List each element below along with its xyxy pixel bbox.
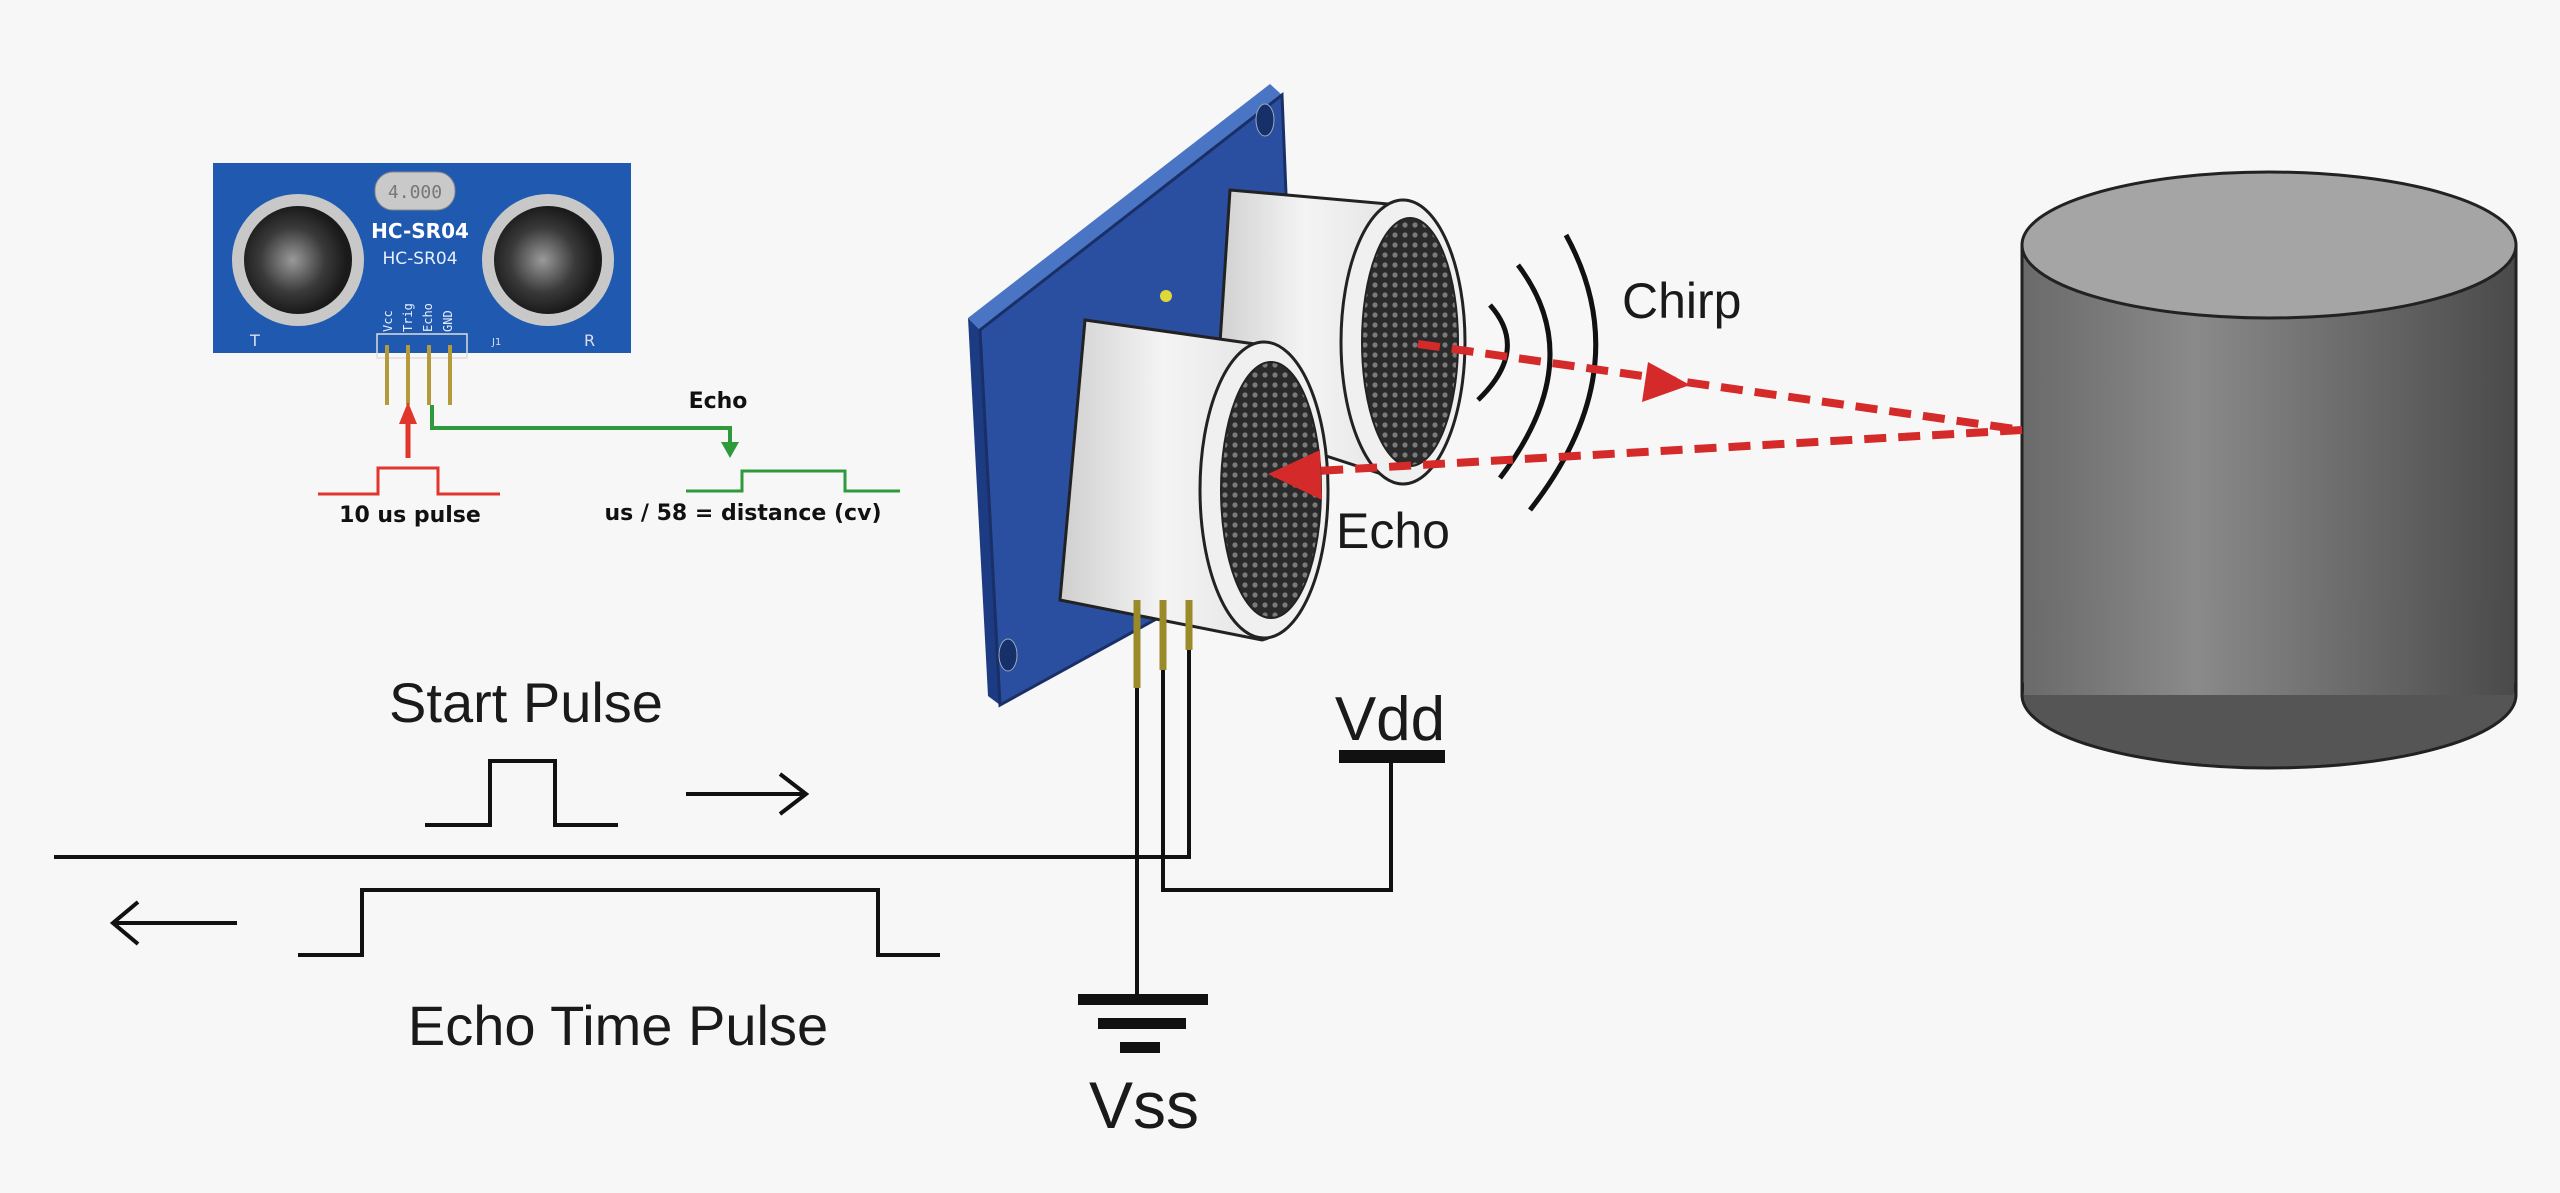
start-pulse-waveform — [425, 759, 618, 827]
inset-echo-label: Echo — [689, 389, 748, 414]
crystal-icon — [374, 171, 456, 211]
trigger-pulse-waveform — [318, 420, 500, 496]
pin-label-vcc: Vcc — [381, 310, 395, 332]
hc-sr04-module-photo: 4.000 HC-SR04 HC-SR04 T R J1 Vcc Trig Ec… — [213, 163, 900, 528]
receiver-mark: R — [584, 331, 595, 350]
module-pins — [385, 345, 452, 405]
module-label: HC-SR04 — [371, 219, 469, 243]
echo-caption: us / 58 = distance (cv) — [605, 501, 882, 526]
ultrasound-path — [1299, 340, 2023, 476]
sound-wave-icon — [1476, 233, 1599, 512]
trigger-arrow-icon — [399, 402, 417, 424]
board-label: HC-SR04 — [382, 249, 457, 269]
right-arrow-icon — [686, 772, 810, 816]
obstacle-cylinder — [2020, 170, 2518, 770]
echo-time-pulse-waveform — [298, 888, 940, 957]
transmitter-mark: T — [249, 331, 260, 350]
echo-time-pulse-label: Echo Time Pulse — [408, 994, 828, 1057]
echo-label: Echo — [1336, 503, 1450, 559]
pin-label-echo: Echo — [421, 303, 435, 332]
transmitter-mesh — [1361, 217, 1459, 467]
pin-label-trig: Trig — [401, 303, 415, 332]
trigger-caption: 10 us pulse — [339, 503, 481, 528]
sensor-3d-illustration — [968, 84, 1467, 708]
echo-path — [1299, 426, 2023, 476]
vdd-label: Vdd — [1335, 685, 1445, 754]
vdd-rail-icon — [1339, 750, 1445, 763]
chirp-arrow-icon — [1642, 362, 1690, 402]
echo-arrow-icon — [1268, 450, 1322, 500]
crystal-label: 4.000 — [388, 182, 442, 203]
signal-line — [54, 650, 1191, 859]
start-pulse-label: Start Pulse — [389, 671, 663, 734]
echo-arrow-icon — [721, 442, 739, 458]
vdd-wire — [1161, 670, 1393, 892]
left-arrow-icon — [109, 900, 237, 946]
chirp-label: Chirp — [1622, 273, 1741, 329]
echo-signal-waveform — [430, 405, 900, 493]
circuit-wiring — [54, 650, 1393, 999]
pin-label-gnd: GND — [441, 310, 455, 332]
sensor-pins — [1133, 600, 1193, 688]
ground-symbol-icon — [1078, 994, 1208, 1053]
vss-label: Vss — [1089, 1068, 1199, 1142]
connector-mark: J1 — [491, 337, 501, 348]
